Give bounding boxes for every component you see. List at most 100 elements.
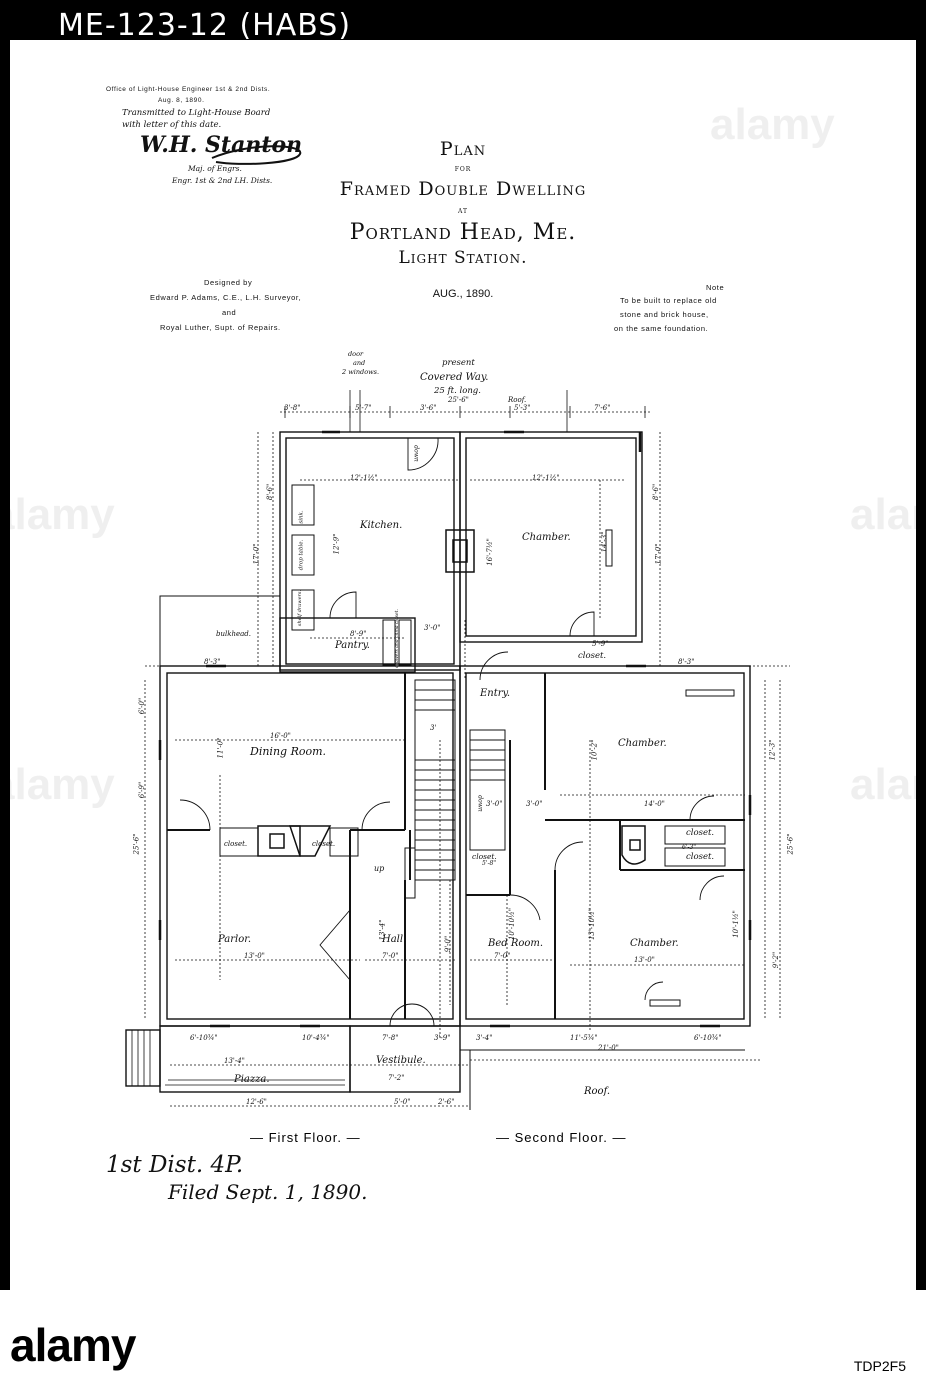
dim: 6'-9" (138, 781, 147, 799)
label-present: present (442, 358, 475, 368)
dim: 5'-7" (355, 404, 372, 412)
watermark: alamy (10, 760, 115, 809)
room-pantry: Pantry. (335, 640, 370, 651)
dim: 25'-6" (132, 833, 141, 855)
office-title-2: Engr. 1st & 2nd LH. Dists. (172, 176, 273, 185)
dim: 5'-9" (592, 640, 609, 648)
label-roof-low: Roof. (584, 1086, 611, 1097)
watermark: alamy (850, 760, 916, 809)
label-drop-table: drop table. (298, 539, 305, 571)
filing-dist: 1st Dist. 4P. (106, 1152, 244, 1178)
dim: 8'-6" (652, 483, 661, 501)
title-date: AUG., 1890. (432, 288, 494, 300)
room-dining: Dining Room. (250, 745, 327, 758)
dim: 12'-9" (332, 533, 341, 555)
dim: 16'-7½" (485, 538, 494, 566)
closet-d: closet. (686, 828, 715, 838)
room-kitchen: Kitchen. (360, 520, 403, 531)
dim: 25'-6" (448, 396, 469, 404)
title-place: Portland Head, Me. (349, 220, 577, 245)
label-door: door (348, 350, 364, 358)
room-chamber-upper: Chamber. (522, 532, 571, 543)
closet-a: closet. (224, 840, 248, 848)
dim: 7'-8" (382, 1034, 399, 1042)
dim: 6'-10¾" (694, 1034, 722, 1042)
dim: 7'-6" (594, 404, 611, 412)
label-covered-way: Covered Way. (420, 372, 489, 383)
dim: 17'-0" (252, 543, 261, 565)
dim: 10'-1½" (731, 910, 740, 938)
title-building: Framed Double Dwelling (339, 178, 587, 200)
title-plan: Plan (439, 138, 487, 160)
dim: 3' (430, 724, 437, 732)
dim: 5'-8" (482, 860, 497, 867)
dim: 3'-8" (284, 404, 301, 412)
dim: 7'-0" (494, 952, 511, 960)
dim: 12'-1½" (532, 474, 560, 482)
label-windows: 2 windows. (342, 368, 380, 376)
floor-plan (125, 390, 790, 1110)
dim: 13'-10½" (588, 907, 597, 941)
room-chamber-low: Chamber. (630, 938, 679, 949)
designers-and: and (222, 308, 237, 317)
label-and: and (353, 359, 366, 367)
label-roof-top: Roof. (508, 396, 527, 404)
label-china-closet: drawers and china closet. (394, 609, 400, 668)
filing-date: Filed Sept. 1, 1890. (168, 1180, 368, 1204)
dim: 13'-4" (378, 919, 387, 941)
label-first-floor: — First Floor. — (250, 1130, 361, 1145)
dim: 21'-0" (598, 1044, 619, 1052)
title-station: Light Station. (398, 248, 528, 268)
dim: 12'-1½" (350, 474, 378, 482)
dim: 3'-4" (476, 1034, 493, 1042)
note-line-3: on the same foundation. (614, 324, 709, 333)
dim: 8'-9" (350, 630, 367, 638)
signature-flourish (211, 145, 302, 165)
dim: 10'-2" (590, 739, 599, 761)
dim: 17'-0" (654, 543, 663, 565)
transmitted-line: Transmitted to Light-House Board (122, 108, 271, 118)
room-bedroom: Bed Room. (488, 938, 544, 949)
stock-logo: alamy (10, 1319, 136, 1371)
dim: 8'-3" (204, 658, 221, 666)
label-long: 25 ft. long. (434, 386, 481, 396)
closet-b: closet. (312, 840, 336, 848)
transmitted-line-2: with letter of this date. (122, 120, 222, 130)
dim: 3'-0" (526, 800, 543, 808)
dim: 8'-6" (266, 483, 275, 501)
label-second-floor: — Second Floor. — (496, 1130, 627, 1145)
designer-1: Edward P. Adams, C.E., L.H. Surveyor, (150, 293, 302, 302)
dim: 12'-6" (246, 1098, 267, 1106)
title-for: for (454, 164, 472, 173)
stock-image-id: TDP2F5 (853, 1358, 906, 1374)
room-hall: Hall. (382, 934, 407, 945)
designers-heading: Designed by (204, 278, 253, 287)
watermark: alamy (710, 100, 835, 149)
dim: 11'-5¾" (570, 1034, 598, 1042)
dim: 3'-9" (434, 1034, 451, 1042)
dim: 5'-0" (394, 1098, 411, 1106)
office-title-1: Maj. of Engrs. (188, 164, 242, 173)
dim: 7'-2" (388, 1074, 405, 1082)
note-heading: Note (706, 283, 725, 292)
label-bulkhead: bulkhead. (216, 630, 251, 638)
note-line-2: stone and brick house, (620, 310, 709, 319)
room-parlor: Parlor. (218, 934, 252, 945)
dim: 10'-10½" (508, 907, 517, 941)
label-down-entry: down (476, 795, 484, 812)
dim: 6'-10¾" (190, 1034, 218, 1042)
room-chamber-mid: Chamber. (618, 738, 667, 749)
dim: 12'-3" (768, 739, 777, 761)
watermark: alamy (10, 490, 115, 539)
label-down-kitchen: down (412, 445, 420, 462)
dim: 9'-2" (772, 951, 781, 969)
dim: 5'-3" (514, 404, 531, 412)
stock-footer (0, 1290, 926, 1390)
designer-2: Royal Luther, Supt. of Repairs. (160, 323, 281, 332)
dim: 14'-3" (600, 531, 609, 553)
dim: 16'-0" (270, 732, 291, 740)
note-line-1: To be built to replace old (620, 296, 717, 305)
office-date: Aug. 8, 1890. (158, 97, 205, 104)
drawing-code: ME-123-12 (HABS) (58, 8, 352, 43)
dim: 10'-4¾" (302, 1034, 330, 1042)
